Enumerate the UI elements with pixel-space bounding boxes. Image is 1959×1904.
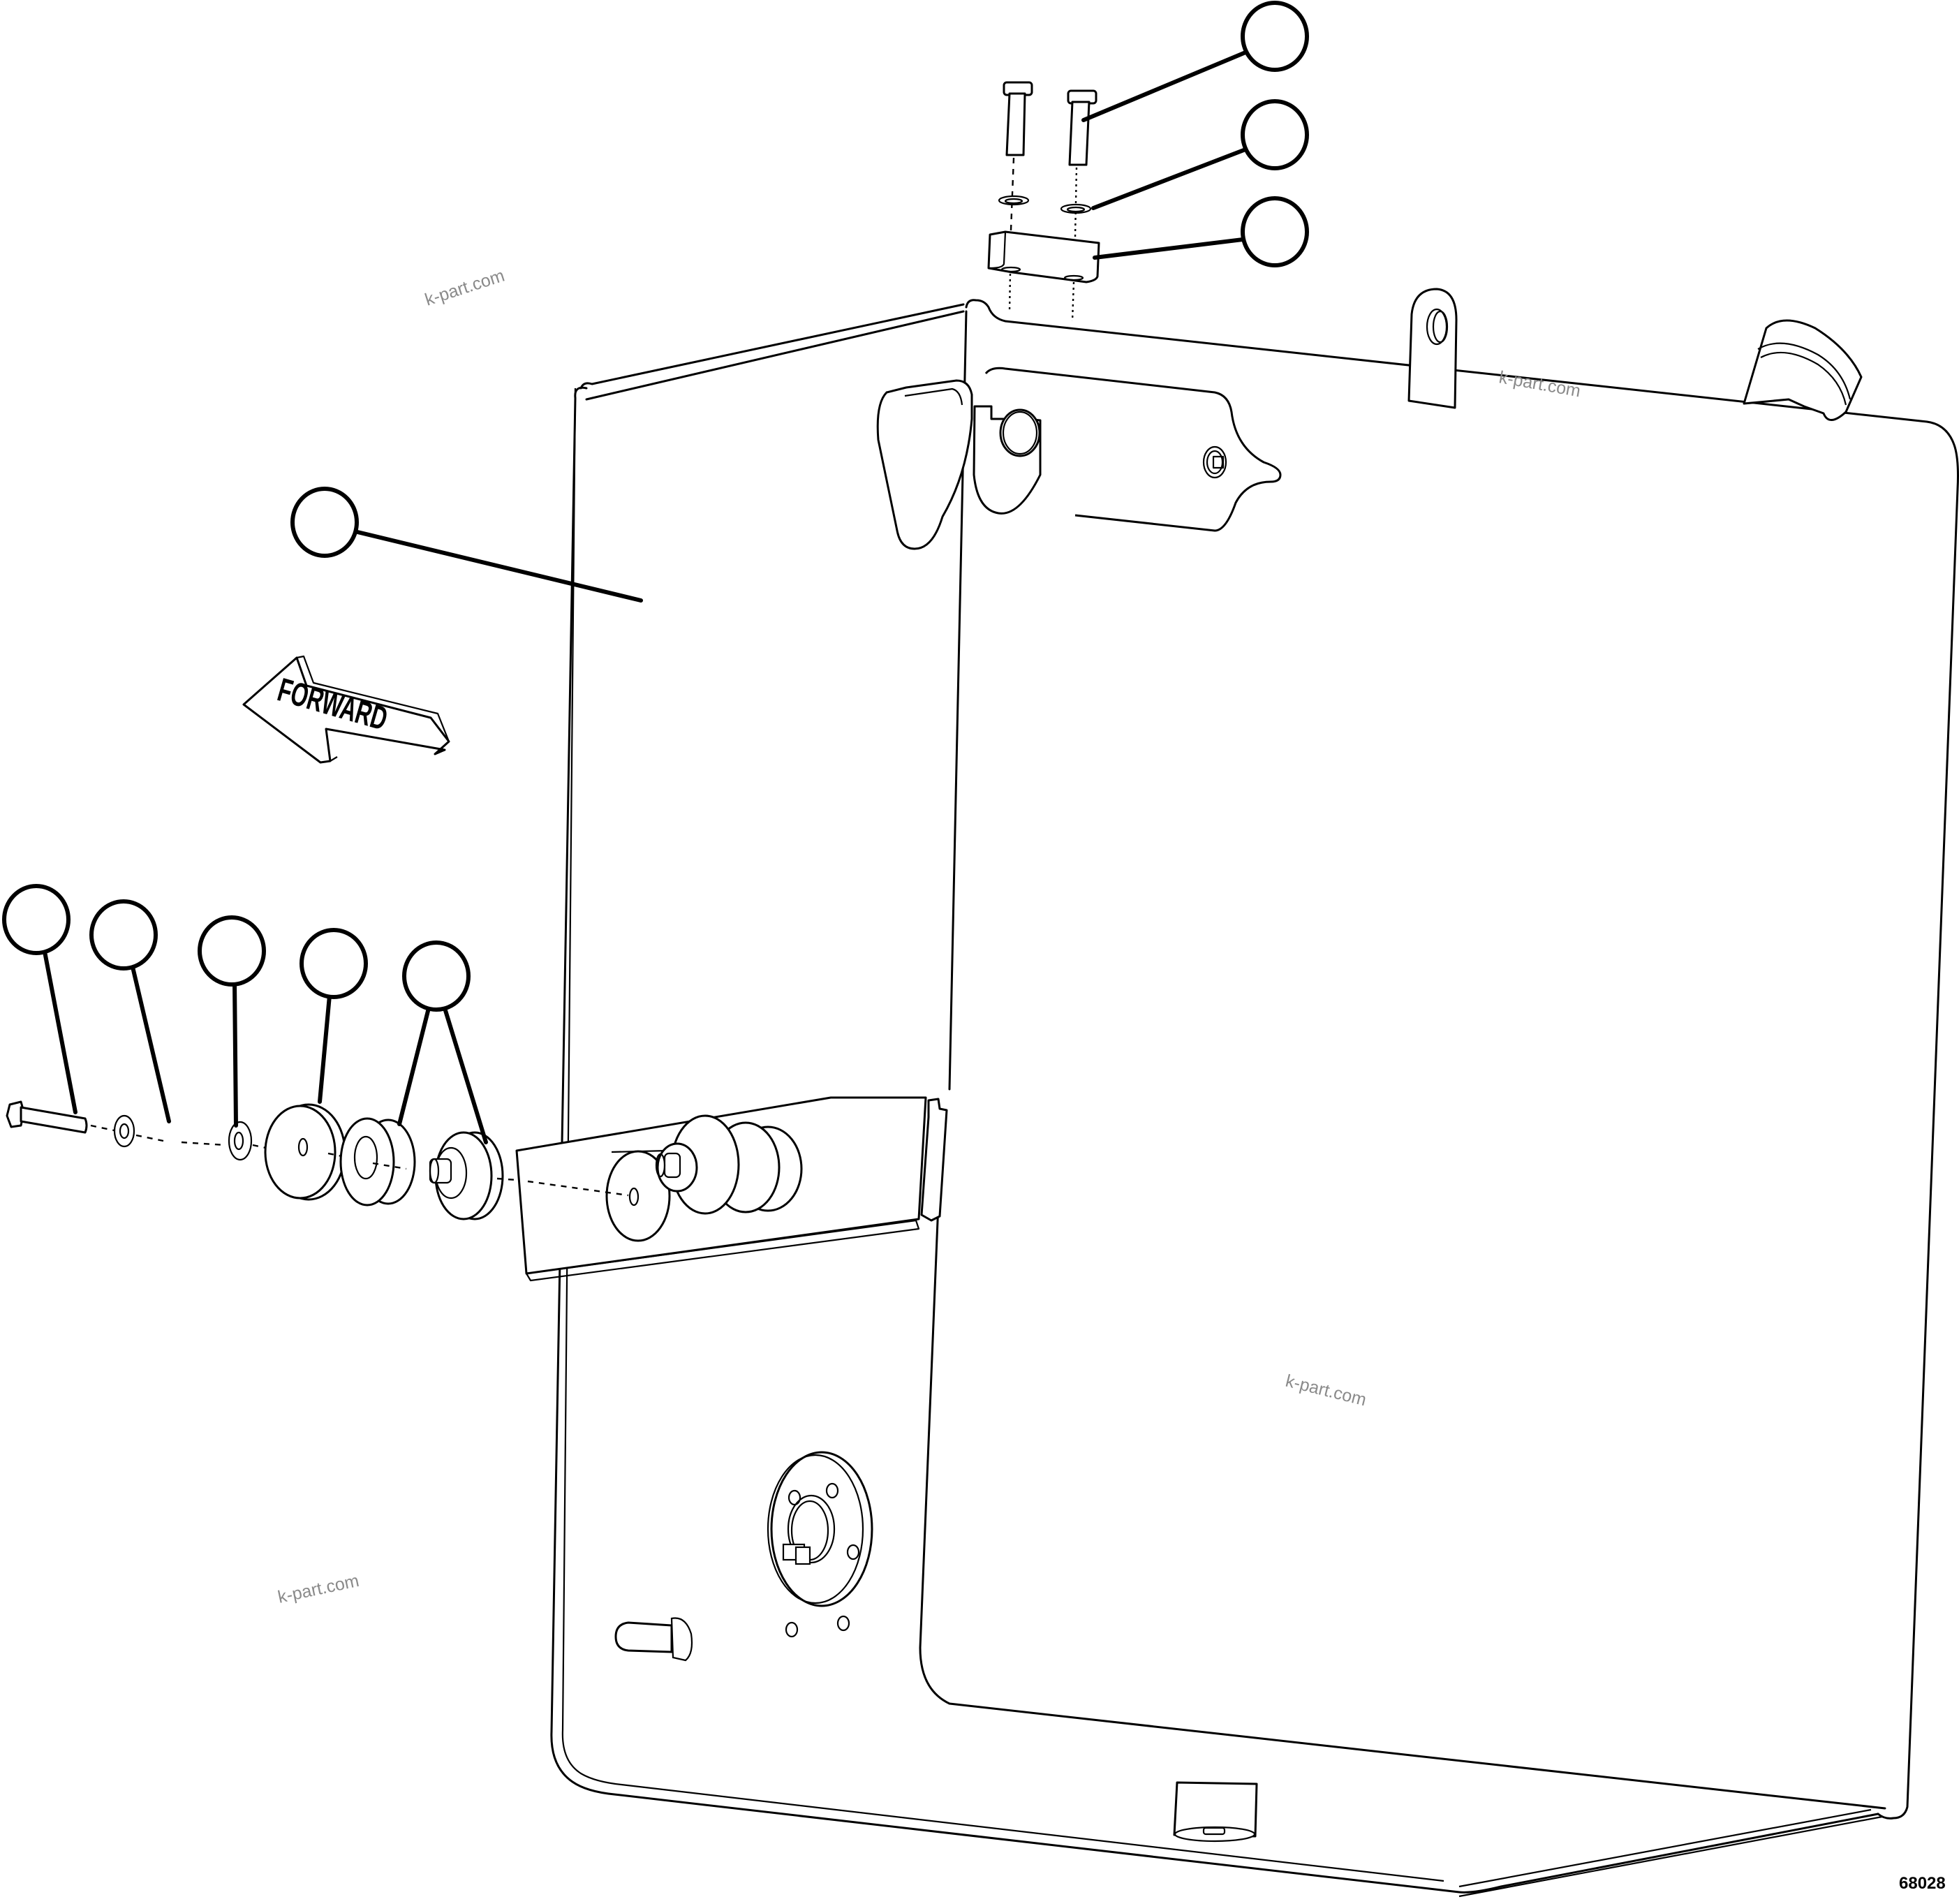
callout-balloon xyxy=(300,928,368,999)
leader-line xyxy=(1091,147,1248,210)
lifting-eye xyxy=(1407,288,1458,409)
leader-line xyxy=(397,1006,431,1126)
bottom-plug xyxy=(1173,1781,1258,1843)
watermark-text: k-part.com xyxy=(422,266,507,310)
callout-lock-washer xyxy=(89,899,171,1123)
callout-spacer-block xyxy=(1093,196,1309,267)
leader-line xyxy=(1081,50,1248,122)
callout-balloons xyxy=(2,1,1309,1144)
watermark-text: k-part.com xyxy=(1284,1371,1368,1410)
callout-balloon xyxy=(290,487,359,558)
callout-tank xyxy=(290,487,643,603)
forward-direction-arrow: FORWARD xyxy=(242,655,450,764)
leader-line xyxy=(232,980,238,1128)
callout-rubber-isolator xyxy=(397,940,488,1144)
callout-balloon xyxy=(1241,196,1309,267)
callout-balloon xyxy=(89,899,158,971)
sender-flange xyxy=(767,1451,873,1638)
leader-line xyxy=(43,950,77,1114)
filler-neck xyxy=(1743,319,1863,421)
upper-mount-bracket xyxy=(876,367,1282,550)
callout-hex-bolt xyxy=(2,884,77,1114)
leader-line xyxy=(355,530,643,603)
top-hardware xyxy=(987,81,1100,322)
leader-line xyxy=(1093,237,1245,260)
callout-cap-screw xyxy=(1081,1,1309,122)
leader-line xyxy=(318,994,332,1104)
figure-number: 68028 xyxy=(1899,1874,1946,1893)
watermark-text: k-part.com xyxy=(276,1571,360,1607)
drain-plug xyxy=(614,1617,693,1662)
callout-balloon xyxy=(1241,1,1309,72)
callout-balloon xyxy=(402,940,471,1012)
watermark-text: k-part.com xyxy=(1498,367,1582,401)
mounting-strap xyxy=(515,1096,948,1282)
side-hardware-stack xyxy=(6,1100,517,1220)
callout-washer xyxy=(1091,99,1309,210)
callout-plate-washer xyxy=(300,928,368,1104)
callout-balloon xyxy=(2,884,71,955)
callout-balloon xyxy=(1241,99,1309,170)
tank xyxy=(550,299,1959,1898)
leader-line xyxy=(443,1006,488,1144)
callout-flat-washer xyxy=(198,915,266,1128)
callout-balloon xyxy=(198,915,266,987)
leader-line xyxy=(131,965,171,1123)
